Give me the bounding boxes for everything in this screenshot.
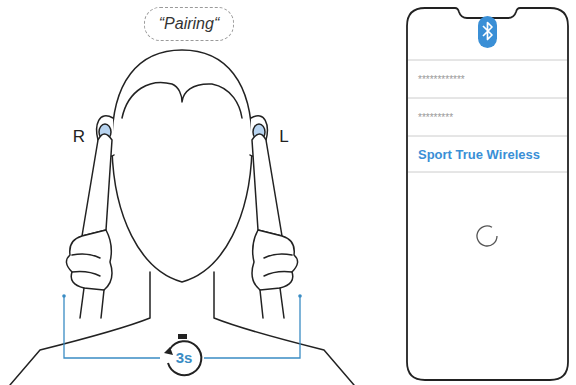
head-outline xyxy=(112,50,252,282)
speech-bubble: “Pairing“ xyxy=(144,7,234,41)
loading-spinner xyxy=(477,226,497,246)
hand xyxy=(66,134,112,318)
side-label: L xyxy=(279,127,288,147)
bracket xyxy=(64,296,300,358)
stopwatch-symbol xyxy=(164,334,201,375)
node-text: “Pairing“ xyxy=(159,15,219,33)
hair-line xyxy=(122,82,242,118)
masked-entry: ********* xyxy=(418,112,453,124)
device-name: Sport True Wireless xyxy=(418,148,540,163)
shoulder-line xyxy=(214,272,354,385)
list-divider xyxy=(408,60,567,172)
bluetooth-icon xyxy=(478,16,497,48)
shoulder-line xyxy=(10,272,150,385)
timer-dial: 3s xyxy=(174,349,195,366)
bluetooth-rune xyxy=(483,23,492,40)
side-label: R xyxy=(73,127,85,147)
phone-outline xyxy=(407,8,568,380)
masked-entry: ************ xyxy=(418,74,465,86)
bracket-dot xyxy=(62,294,66,298)
node-text: 3s xyxy=(176,349,193,366)
bracket-dot xyxy=(298,294,302,298)
hand xyxy=(252,134,298,318)
